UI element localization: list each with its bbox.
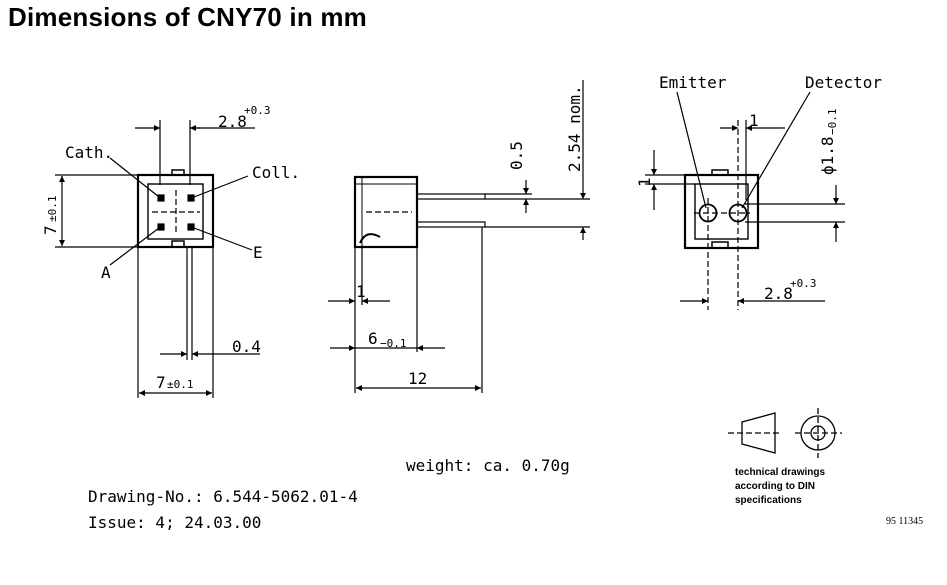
side-dim-1: 1 (356, 282, 366, 301)
front-dim-pin: 0.4 (232, 337, 261, 356)
back-dim-bottom: 2.8 (764, 284, 793, 303)
front-package-inner (147, 183, 204, 240)
pin-cathode (157, 194, 165, 202)
weight-note: weight: ca. 0.70g (406, 456, 570, 475)
label-cathode: Cath. (65, 143, 113, 162)
truncated-cone-icon (741, 412, 776, 454)
front-view-labels: 2.8 +0.3 7 ±0.1 7 ±0.1 0.4 Cath. Coll. A… (41, 104, 300, 392)
front-dim-top-tol: +0.3 (244, 104, 271, 117)
side-dim-pitch: 2.54 nom. (565, 85, 584, 172)
label-emitter: Emitter (659, 73, 727, 92)
projection-symbol (728, 408, 842, 458)
pin-emitter (187, 223, 195, 231)
side-pin-upper (416, 193, 486, 200)
side-dim-6-tol: −0.1 (380, 337, 407, 350)
document-id: 95 11345 (886, 516, 923, 527)
side-dim-6: 6 (368, 329, 378, 348)
side-dim-12: 12 (408, 369, 427, 388)
pin-collector (187, 194, 195, 202)
din-note-line-1: technical drawings (735, 467, 825, 478)
back-view-labels: Emitter Detector 1 1 ϕ1.8 −0.1 2.8 +0.3 (635, 73, 882, 303)
back-dim-top: 1 (749, 111, 759, 130)
label-collector: Coll. (252, 163, 300, 182)
drawing-number: Drawing-No.: 6.544-5062.01-4 (88, 487, 358, 506)
back-view (645, 91, 845, 310)
side-pin-lower (416, 221, 486, 228)
back-dim-diameter: ϕ1.8 (818, 136, 837, 175)
back-dim-bottom-tol: +0.3 (790, 277, 817, 290)
label-detector: Detector (805, 73, 882, 92)
back-dim-diameter-tol: −0.1 (826, 109, 839, 136)
din-note-line-3: specifications (735, 495, 802, 506)
back-dim-left: 1 (635, 177, 654, 187)
label-emitter-pin: E (253, 243, 263, 262)
side-dim-pin-thick: 0.5 (507, 141, 526, 170)
front-package-outline (136, 173, 215, 249)
issue-info: Issue: 4; 24.03.00 (88, 513, 261, 532)
pin-anode (157, 223, 165, 231)
label-anode: A (101, 263, 111, 282)
front-dim-bottom-tol: ±0.1 (167, 378, 194, 391)
front-dim-top: 2.8 (218, 112, 247, 131)
din-note-line-2: according to DIN (735, 481, 815, 492)
front-dim-side: 7 (41, 225, 60, 235)
front-dim-bottom: 7 (156, 373, 166, 392)
page-title: Dimensions of CNY70 in mm (8, 2, 367, 32)
front-dim-side-tol: ±0.1 (46, 196, 59, 223)
back-package-outline (683, 173, 760, 250)
side-view-labels: 0.5 2.54 nom. 1 6 −0.1 12 (356, 85, 584, 388)
front-view (55, 120, 260, 398)
side-view (328, 80, 590, 393)
back-package-inner (694, 183, 749, 240)
side-package-outline (353, 175, 419, 249)
